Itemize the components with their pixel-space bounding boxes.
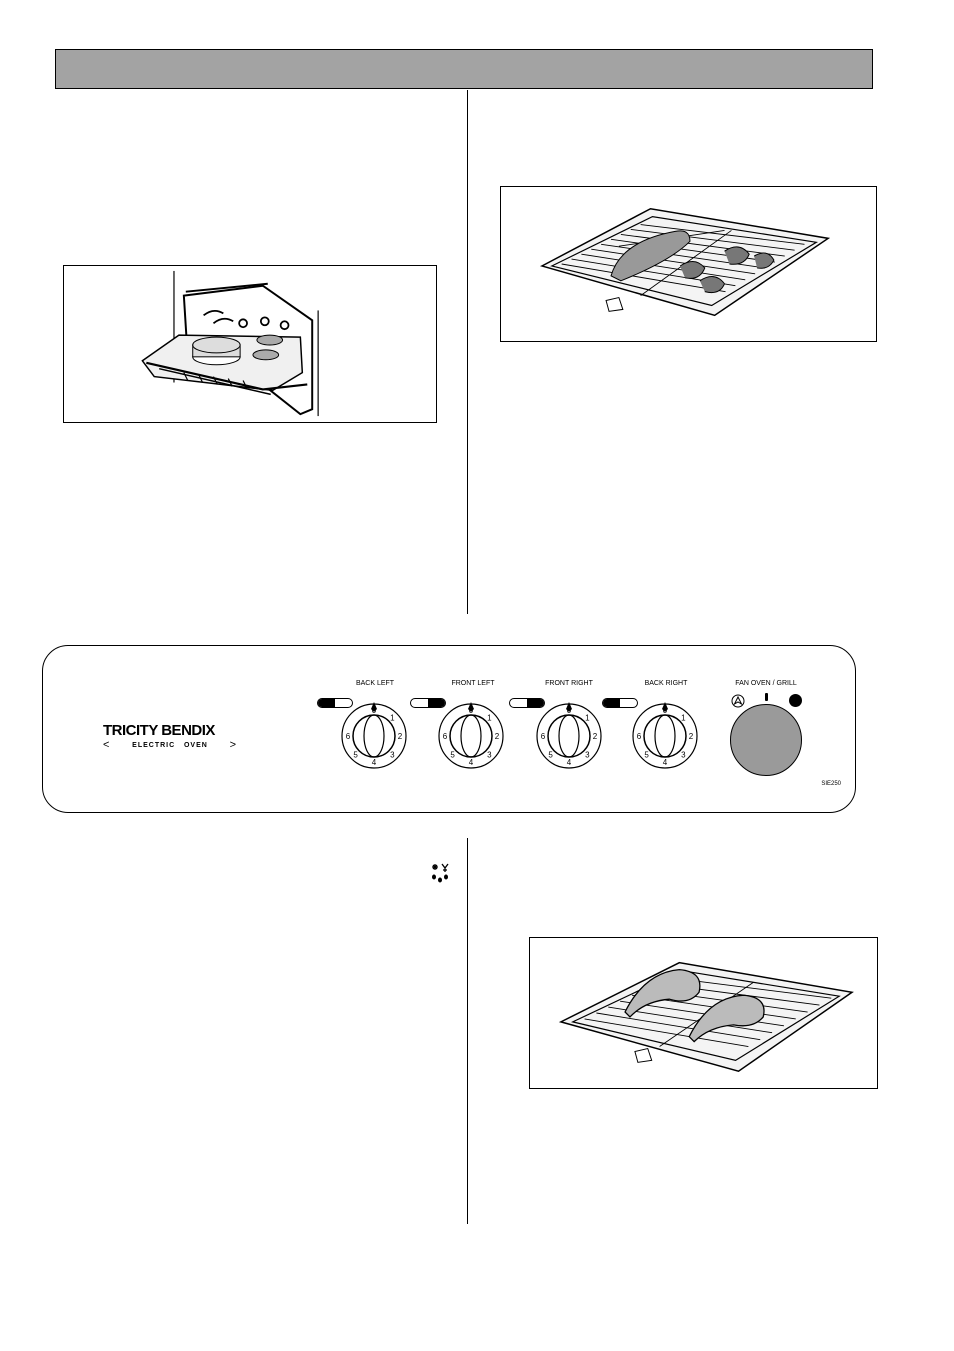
knob-label-front-left: FRONT LEFT <box>451 680 495 687</box>
left-arrow-icon: < <box>103 739 111 751</box>
indicator-back-left <box>317 698 353 708</box>
right-arrow-icon: > <box>229 739 237 751</box>
indicator-back-right <box>602 698 638 708</box>
dial-number: 6 <box>443 732 448 741</box>
fan-oven-grill-knob[interactable] <box>730 704 802 776</box>
dial-number: 6 <box>346 732 351 741</box>
knob-label-fan-oven-grill: FAN OVEN / GRILL <box>735 680 797 687</box>
dial-number: 0 <box>372 706 377 715</box>
dial-number: 6 <box>637 732 642 741</box>
dial-number: 5 <box>353 750 358 759</box>
knob-front-right[interactable]: 0 123 4 56 <box>535 702 603 770</box>
dial-number: 0 <box>567 706 572 715</box>
dial-number: 5 <box>450 750 455 759</box>
dial-number: 3 <box>585 750 590 759</box>
knob-label-front-right: FRONT RIGHT <box>545 680 593 687</box>
brand-logo: TRICITY BENDIX <box>103 722 215 739</box>
dial-number: 4 <box>372 758 377 767</box>
brand-subtitle: < ELECTRIC OVEN > <box>103 739 237 751</box>
knob-front-left[interactable]: 0 123 4 56 <box>437 702 505 770</box>
dial-number: 1 <box>585 714 590 723</box>
dial-number: 2 <box>593 732 598 741</box>
dial-number: 2 <box>495 732 500 741</box>
defrost-icon <box>432 863 449 883</box>
indicator-front-right <box>509 698 545 708</box>
dial-number: 2 <box>398 732 403 741</box>
dial-number: 3 <box>487 750 492 759</box>
main-knob-pointer <box>765 693 768 701</box>
column-divider-top <box>467 90 468 614</box>
fan-icon <box>731 694 745 708</box>
knob-back-right[interactable]: 0 123 4 56 <box>631 702 699 770</box>
indicator-front-left <box>410 698 446 708</box>
neon-indicator-icon <box>789 694 802 707</box>
dial-number: 4 <box>663 758 668 767</box>
grill-pan-fish-illustration <box>500 186 877 342</box>
oven-shelf-illustration <box>63 265 437 423</box>
knob-label-back-left: BACK LEFT <box>355 680 395 687</box>
dial-number: 1 <box>681 714 686 723</box>
dial-number: 3 <box>390 750 395 759</box>
dial-number: 5 <box>644 750 649 759</box>
dial-number: 4 <box>469 758 474 767</box>
dial-number: 4 <box>567 758 572 767</box>
dial-number: 1 <box>390 714 395 723</box>
dial-number: 2 <box>689 732 694 741</box>
dial-number: 6 <box>541 732 546 741</box>
knob-back-left[interactable]: 0 123 4 56 <box>340 702 408 770</box>
section-header-bar <box>55 49 873 89</box>
dial-number: 1 <box>487 714 492 723</box>
dial-number: 3 <box>681 750 686 759</box>
knob-label-back-right: BACK RIGHT <box>644 680 688 687</box>
dial-number: 5 <box>548 750 553 759</box>
model-code: SIE250 <box>821 781 841 787</box>
grill-pan-chops-illustration <box>529 937 878 1089</box>
dial-number: 0 <box>469 706 474 715</box>
dial-number: 0 <box>663 706 668 715</box>
column-divider-bottom <box>467 838 468 1224</box>
control-panel: TRICITY BENDIX < ELECTRIC OVEN > BACK LE… <box>42 645 856 813</box>
